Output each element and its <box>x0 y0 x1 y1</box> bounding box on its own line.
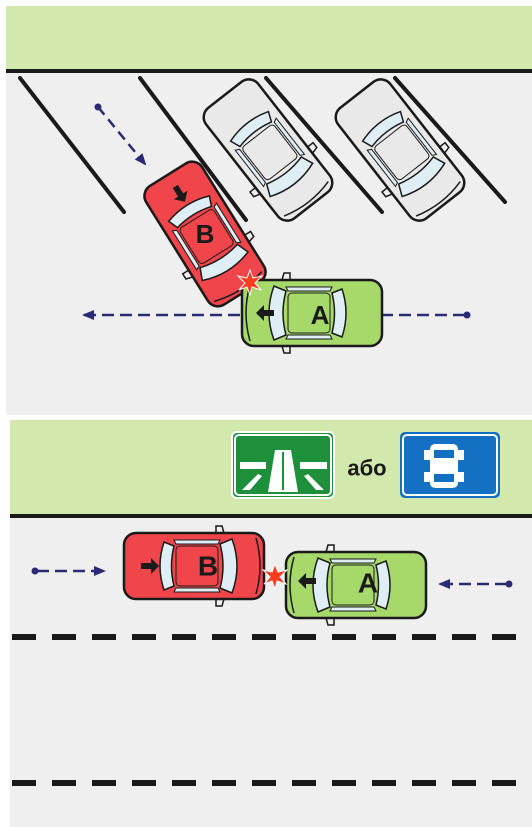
bottom-car-b-label: B <box>198 551 218 582</box>
bottom-arrow-b-path <box>31 566 106 576</box>
motorway-sign-icon <box>231 431 335 499</box>
top-grass-strip <box>6 6 532 71</box>
bottom-arrow-a-path <box>438 579 513 589</box>
top-car-a: A <box>240 271 384 355</box>
bottom-car-a-label: A <box>358 568 378 599</box>
collision-star-icon <box>236 268 264 297</box>
parking-bay-lines <box>18 76 507 222</box>
bottom-car-a <box>284 543 428 627</box>
top-arrow-b-path <box>94 103 147 166</box>
parking-sign-icon <box>400 432 500 498</box>
top-panel: B A <box>6 6 532 415</box>
top-car-b: B <box>132 152 278 316</box>
direction-arrow-icon <box>141 558 159 574</box>
top-arrow-a-path <box>82 310 471 320</box>
direction-arrow-icon <box>298 573 316 589</box>
collision-star-icon <box>261 562 289 591</box>
top-car-a-label: A <box>311 300 330 330</box>
direction-arrow-icon <box>172 184 188 202</box>
top-car-b-label: B <box>196 219 215 249</box>
bottom-panel: або B A <box>10 420 532 827</box>
direction-arrow-icon <box>256 305 274 321</box>
or-text: або <box>347 456 386 481</box>
